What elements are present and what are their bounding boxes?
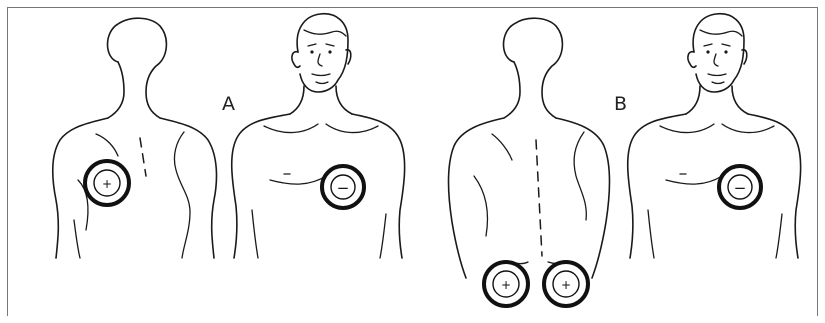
pad-b-front-negative: − [719, 166, 761, 208]
negative-sign-label: − [337, 179, 350, 197]
pad-b-back-positive-right: + [544, 262, 588, 306]
negative-sign-label: − [734, 179, 747, 197]
pad-b-back-positive-left: + [484, 262, 528, 306]
panel-a-back-figure [53, 18, 217, 258]
panel-a-label: A [222, 95, 235, 114]
panel-b-front-figure [628, 14, 801, 258]
panel-b-label: B [614, 95, 627, 114]
positive-sign-label: + [561, 278, 571, 292]
panel-b-back-figure [449, 18, 610, 278]
positive-sign-label: + [102, 177, 112, 191]
pad-a-front-negative: − [322, 166, 364, 208]
panel-a-front-figure [232, 14, 405, 258]
pad-a-back-positive: + [85, 161, 129, 205]
positive-sign-label: + [501, 278, 511, 292]
